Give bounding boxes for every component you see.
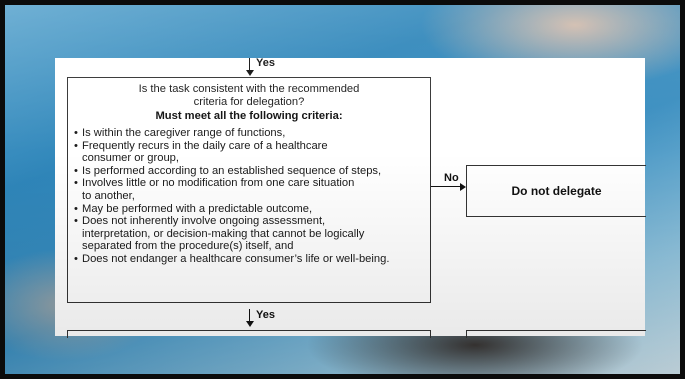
criterion-line: consumer or group, — [82, 152, 180, 165]
criterion-item: Frequently recurs in the daily care of a… — [74, 140, 424, 165]
criterion-item: Does not endanger a healthcare consumer’… — [74, 253, 424, 266]
criteria-list: Is within the caregiver range of functio… — [74, 127, 424, 266]
yes-label-bottom: Yes — [256, 309, 275, 321]
criterion-line: to another, — [82, 189, 135, 202]
question-line: Is the task consistent with the recommen… — [138, 83, 360, 95]
must-meet-heading: Must meet all the following criteria: — [155, 110, 343, 122]
no-label: No — [444, 172, 459, 184]
criterion-line: interpretation, or decision-making that … — [82, 227, 365, 240]
criterion-item: Involves little or no modification from … — [74, 177, 424, 202]
criterion-line: Does not endanger a healthcare consumer’… — [82, 252, 390, 265]
criterion-line: Involves little or no modification from … — [82, 177, 355, 190]
arrow-right-icon — [460, 183, 466, 191]
arrow-down-icon — [246, 70, 254, 76]
connector-line-top — [249, 58, 250, 72]
criterion-line: Is performed according to an established… — [82, 164, 382, 177]
criterion-item: Does not inherently involve ongoing asse… — [74, 215, 424, 253]
criterion-line: Does not inherently involve ongoing asse… — [82, 215, 326, 228]
arrow-down-icon — [246, 321, 254, 327]
criteria-decision-box: Is the task consistent with the recommen… — [67, 77, 431, 303]
connector-line-no — [431, 186, 461, 187]
criterion-line: Frequently recurs in the daily care of a… — [82, 139, 328, 152]
criterion-line: Is within the caregiver range of functio… — [82, 127, 286, 139]
decision-question: Is the task consistent with the recommen… — [74, 83, 424, 109]
do-not-delegate-box: Do not delegate — [466, 165, 646, 217]
criterion-item: Is performed according to an established… — [74, 165, 424, 178]
criterion-line: separated from the procedure(s) itself, … — [82, 240, 294, 253]
criterion-item: May be performed with a predictable outc… — [74, 203, 424, 216]
do-not-delegate-label: Do not delegate — [511, 184, 602, 198]
connector-line-bottom — [249, 309, 250, 323]
next-step-box-left — [67, 330, 431, 338]
criterion-line: May be performed with a predictable outc… — [82, 202, 313, 215]
criterion-item: Is within the caregiver range of functio… — [74, 127, 424, 140]
slide-background: Yes Is the task consistent with the reco… — [5, 5, 680, 374]
yes-label-top: Yes — [256, 57, 275, 69]
next-step-box-right — [466, 330, 646, 338]
question-line: criteria for delegation? — [193, 96, 305, 108]
flowchart-panel: Yes Is the task consistent with the reco… — [55, 57, 646, 338]
